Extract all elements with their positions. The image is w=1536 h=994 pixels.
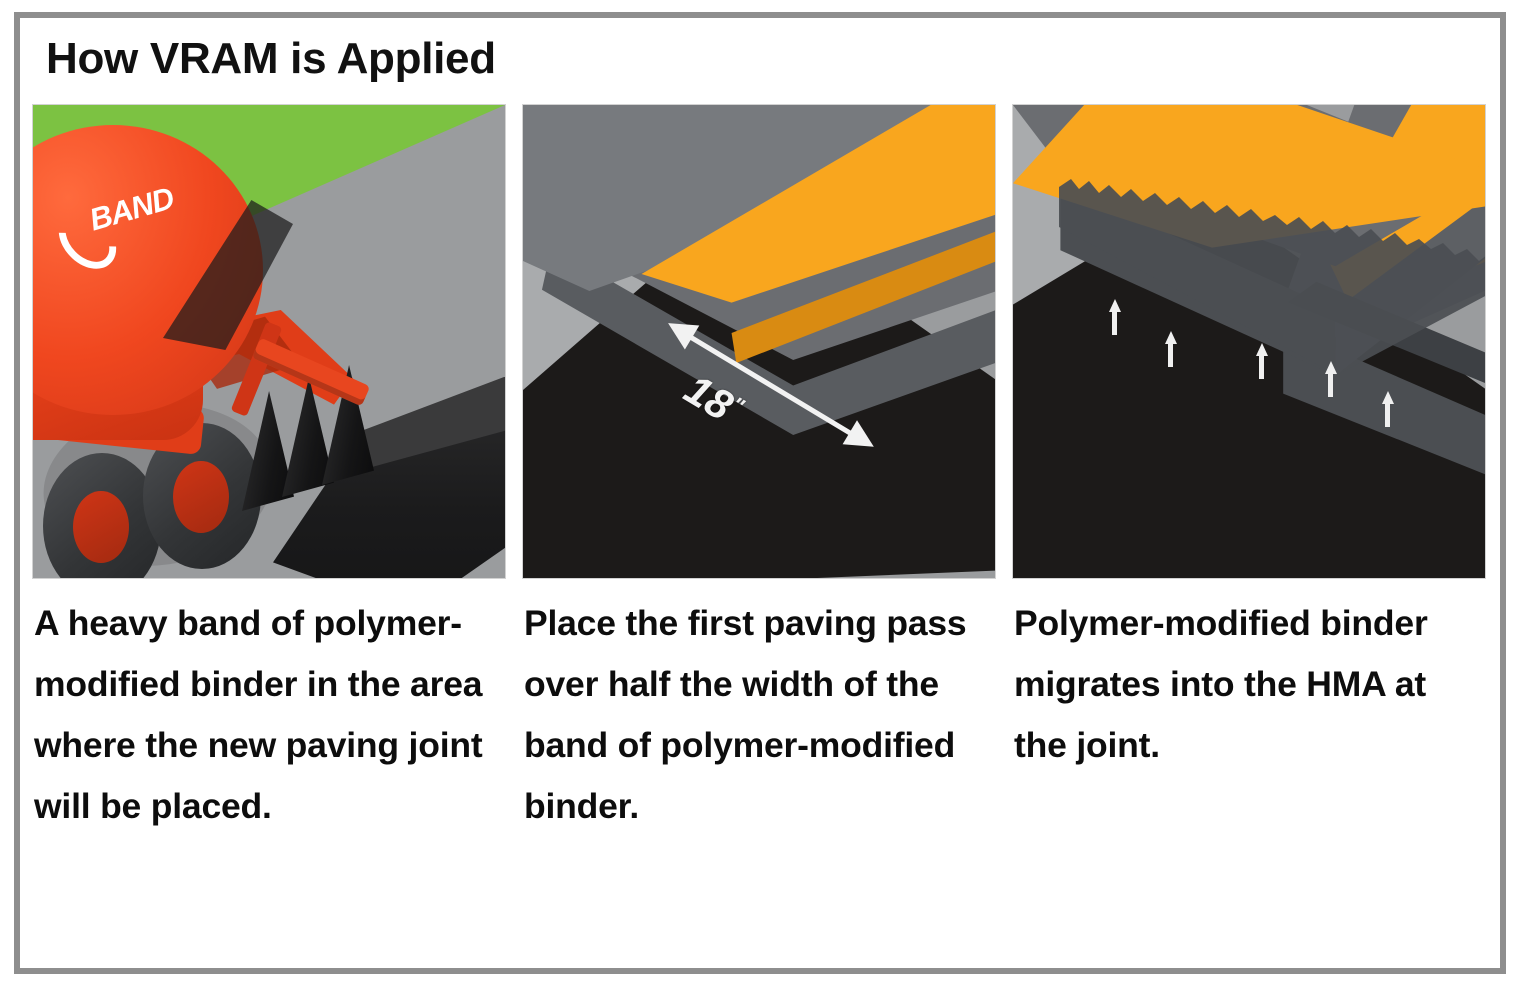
panel-row: BAND A heavy band of polymer-modified bi… xyxy=(32,104,1490,960)
binder-migration-zone xyxy=(1059,179,1485,375)
panel-1: BAND A heavy band of polymer-modified bi… xyxy=(32,104,506,960)
first-paving-pass-over-band-illustration: 18" xyxy=(522,104,996,579)
panel-1-caption: A heavy band of polymer-modified binder … xyxy=(34,603,483,827)
panel-3: Polymer-modified binder migrates into th… xyxy=(1012,104,1486,960)
panel-2: 18" Place the first paving pass over hal… xyxy=(522,104,996,960)
panel-3-caption: Polymer-modified binder migrates into th… xyxy=(1014,603,1428,766)
panel-2-caption: Place the first paving pass over half th… xyxy=(524,603,967,827)
binder-migration-into-hma-illustration xyxy=(1012,104,1486,579)
vram-applicator-truck-illustration: BAND xyxy=(32,104,506,579)
vram-infographic: How VRAM is Applied xyxy=(14,12,1506,974)
spray-nozzles xyxy=(238,365,418,533)
truck-wheel-rear xyxy=(43,453,161,578)
page-title: How VRAM is Applied xyxy=(46,34,496,83)
